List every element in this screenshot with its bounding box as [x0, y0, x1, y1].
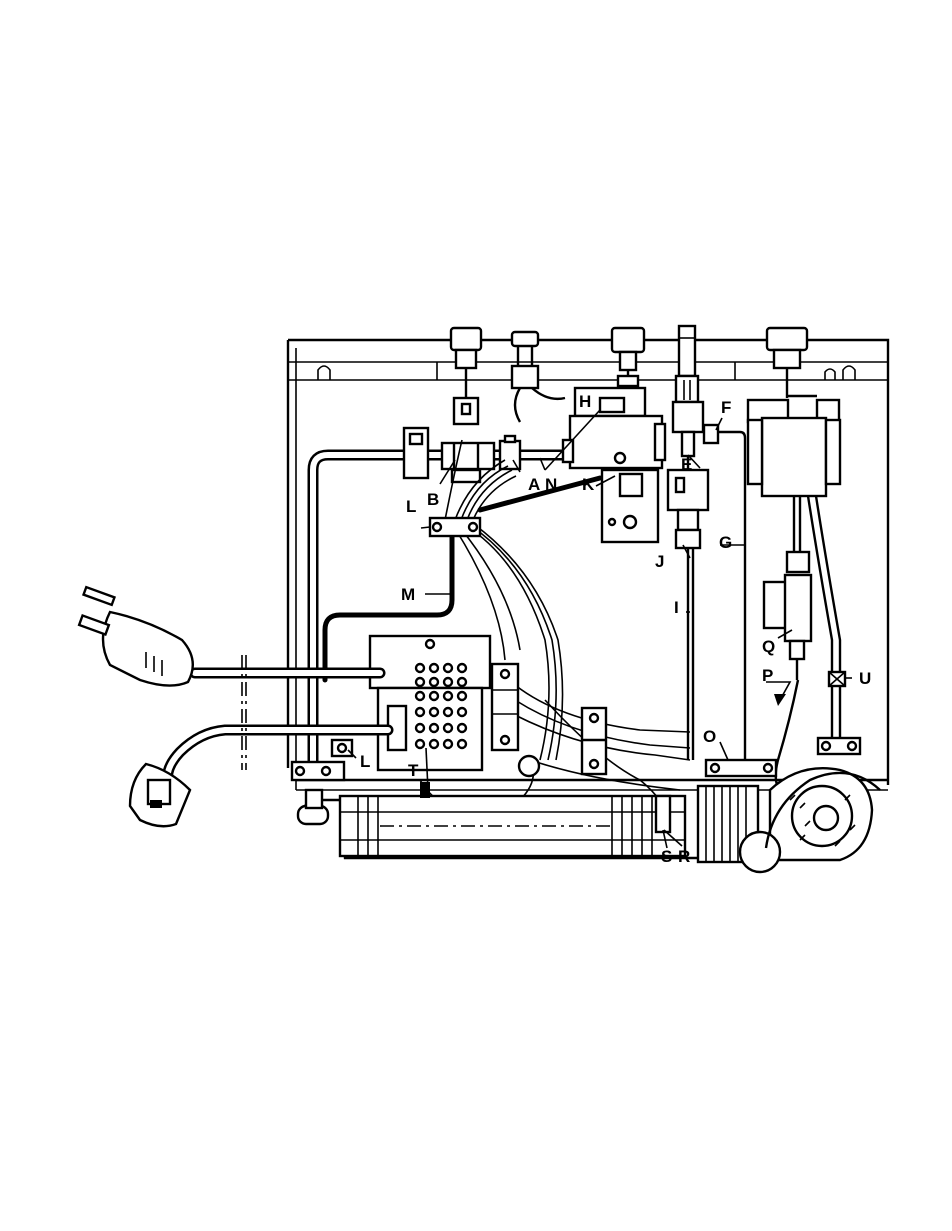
- label-o: O: [703, 727, 716, 746]
- label-n: N: [545, 475, 557, 494]
- clamp-l-upper: [430, 518, 480, 536]
- clamp-u-lower: [818, 738, 860, 754]
- valve-e: [668, 402, 745, 760]
- label-p: P: [762, 666, 773, 685]
- clamp-center: [582, 708, 606, 774]
- clamp-left-bottom: [292, 762, 344, 780]
- gas-valve-body: [563, 388, 665, 542]
- label-s: S: [661, 847, 672, 866]
- label-l-lower: L: [360, 752, 370, 771]
- label-a: A: [528, 475, 540, 494]
- control-knob-right: [767, 328, 807, 398]
- label-k: K: [582, 475, 595, 494]
- label-j: J: [655, 552, 664, 571]
- thermostat-knob: [512, 332, 565, 422]
- label-l-upper: L: [406, 497, 416, 516]
- label-t: T: [408, 761, 419, 780]
- label-f: F: [721, 398, 731, 417]
- power-cord-upper: [79, 587, 380, 685]
- label-e: E: [681, 455, 692, 474]
- clamp-l-lower: [332, 740, 352, 756]
- valve-stem-top: [676, 326, 698, 402]
- terminal-board: [370, 636, 539, 776]
- fitting-b: [404, 428, 494, 482]
- connector-u: [829, 672, 845, 686]
- label-b: B: [427, 490, 439, 509]
- control-knob-center: [612, 328, 644, 386]
- clamp-o: [706, 760, 776, 776]
- label-r: R: [678, 847, 690, 866]
- label-m: M: [401, 585, 415, 604]
- control-knob-left: [451, 328, 481, 424]
- pilot-assembly-q: [764, 552, 811, 680]
- label-h: H: [579, 392, 591, 411]
- pilot-burner-head: [740, 768, 880, 872]
- fitting-a: [500, 436, 520, 469]
- label-u: U: [859, 669, 871, 688]
- label-q: Q: [762, 637, 775, 656]
- label-i: I: [674, 598, 679, 617]
- label-g: G: [719, 533, 732, 552]
